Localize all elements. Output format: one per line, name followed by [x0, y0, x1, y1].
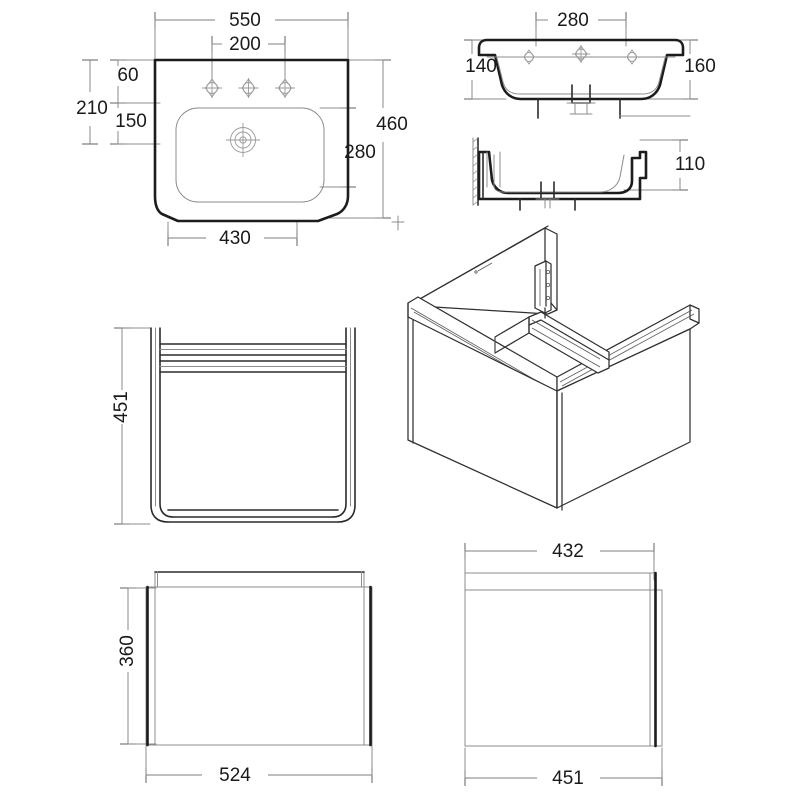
dim-200: 200: [211, 34, 286, 81]
registration-mark: [391, 215, 405, 231]
dim-280-front: 280: [535, 10, 627, 47]
dim-label-210: 210: [76, 98, 108, 119]
view-cabinet-front: 360 524: [117, 571, 373, 786]
dim-label-524: 524: [219, 765, 251, 786]
dim-label-451-side: 451: [552, 768, 584, 789]
dim-label-60: 60: [117, 65, 138, 86]
basin-side-waste-stub: [535, 181, 560, 209]
dim-451-plan: 451: [111, 327, 151, 525]
basin-front-outline: [477, 38, 685, 101]
basin-side-inner-contour: [493, 154, 625, 193]
basin-side-splashback: [486, 151, 501, 188]
view-cabinet-side: 432 451: [464, 541, 663, 789]
tap-hole-right: [275, 78, 295, 98]
basin-side-profile: [477, 150, 648, 201]
dim-label-360: 360: [117, 635, 138, 667]
view-basin-front: 280 140 160: [464, 10, 716, 119]
cabinet-plan-right-panel: [337, 327, 356, 523]
dim-label-550: 550: [229, 10, 261, 31]
dim-432: 432: [464, 541, 655, 581]
cabinet-back-panel-inner: [417, 225, 549, 301]
view-basin-side-section: 110: [472, 137, 705, 211]
dim-150: 150: [110, 103, 161, 145]
dim-451-side: 451: [464, 747, 663, 789]
dim-label-200: 200: [229, 34, 261, 55]
dim-label-432: 432: [552, 541, 584, 562]
dim-label-460: 460: [376, 114, 408, 135]
dim-label-160: 160: [684, 56, 716, 77]
dim-360: 360: [117, 587, 157, 745]
front-tap-hole-right: [626, 49, 638, 65]
dim-label-280-front: 280: [557, 10, 589, 31]
wall-hatch: [472, 137, 479, 206]
cabinet-plan-right-panel-inner: [332, 327, 347, 518]
cabinet-mounting-bracket: [534, 260, 552, 314]
basin-outline: [153, 58, 350, 223]
front-tap-hole-left: [523, 49, 535, 65]
waste-outlet-icon: [226, 123, 260, 157]
dim-430: 430: [167, 221, 298, 249]
cabinet-side-panel: [464, 589, 663, 747]
view-cabinet-plan: 451: [111, 327, 356, 525]
front-tap-hole-center: [572, 45, 590, 63]
tap-hole-center: [238, 78, 259, 98]
dim-label-110: 110: [675, 154, 705, 175]
view-cabinet-isometric: [391, 215, 700, 511]
cabinet-side-top-rail: [464, 572, 656, 591]
cabinet-right-top-rail-edge: [689, 304, 700, 324]
dim-524: 524: [145, 745, 373, 786]
cabinet-plan-left-panel: [150, 327, 169, 523]
basin-front-waste-stub: [566, 84, 596, 115]
cabinet-plan-left-panel-inner: [159, 327, 174, 518]
dim-550: 550: [154, 10, 349, 61]
dim-210: 210: [76, 59, 108, 145]
dim-label-150: 150: [115, 111, 147, 132]
dim-label-280-plan: 280: [344, 142, 376, 163]
dim-label-140: 140: [465, 56, 497, 77]
dim-160: 160: [639, 39, 716, 100]
basin-bowl-recess: [175, 107, 325, 203]
view-basin-plan: 550 200 60 150: [76, 10, 408, 249]
dim-label-430: 430: [219, 228, 251, 249]
dim-460: 460: [329, 59, 408, 219]
basin-front-inner-contour: [496, 57, 666, 95]
dim-110: 110: [623, 139, 705, 191]
tap-hole-left: [202, 78, 222, 98]
cabinet-front-top-rail: [154, 571, 365, 588]
dim-60: 60: [110, 59, 161, 104]
cabinet-front-drawer-face: [145, 586, 373, 746]
dim-label-451-plan: 451: [111, 391, 132, 423]
